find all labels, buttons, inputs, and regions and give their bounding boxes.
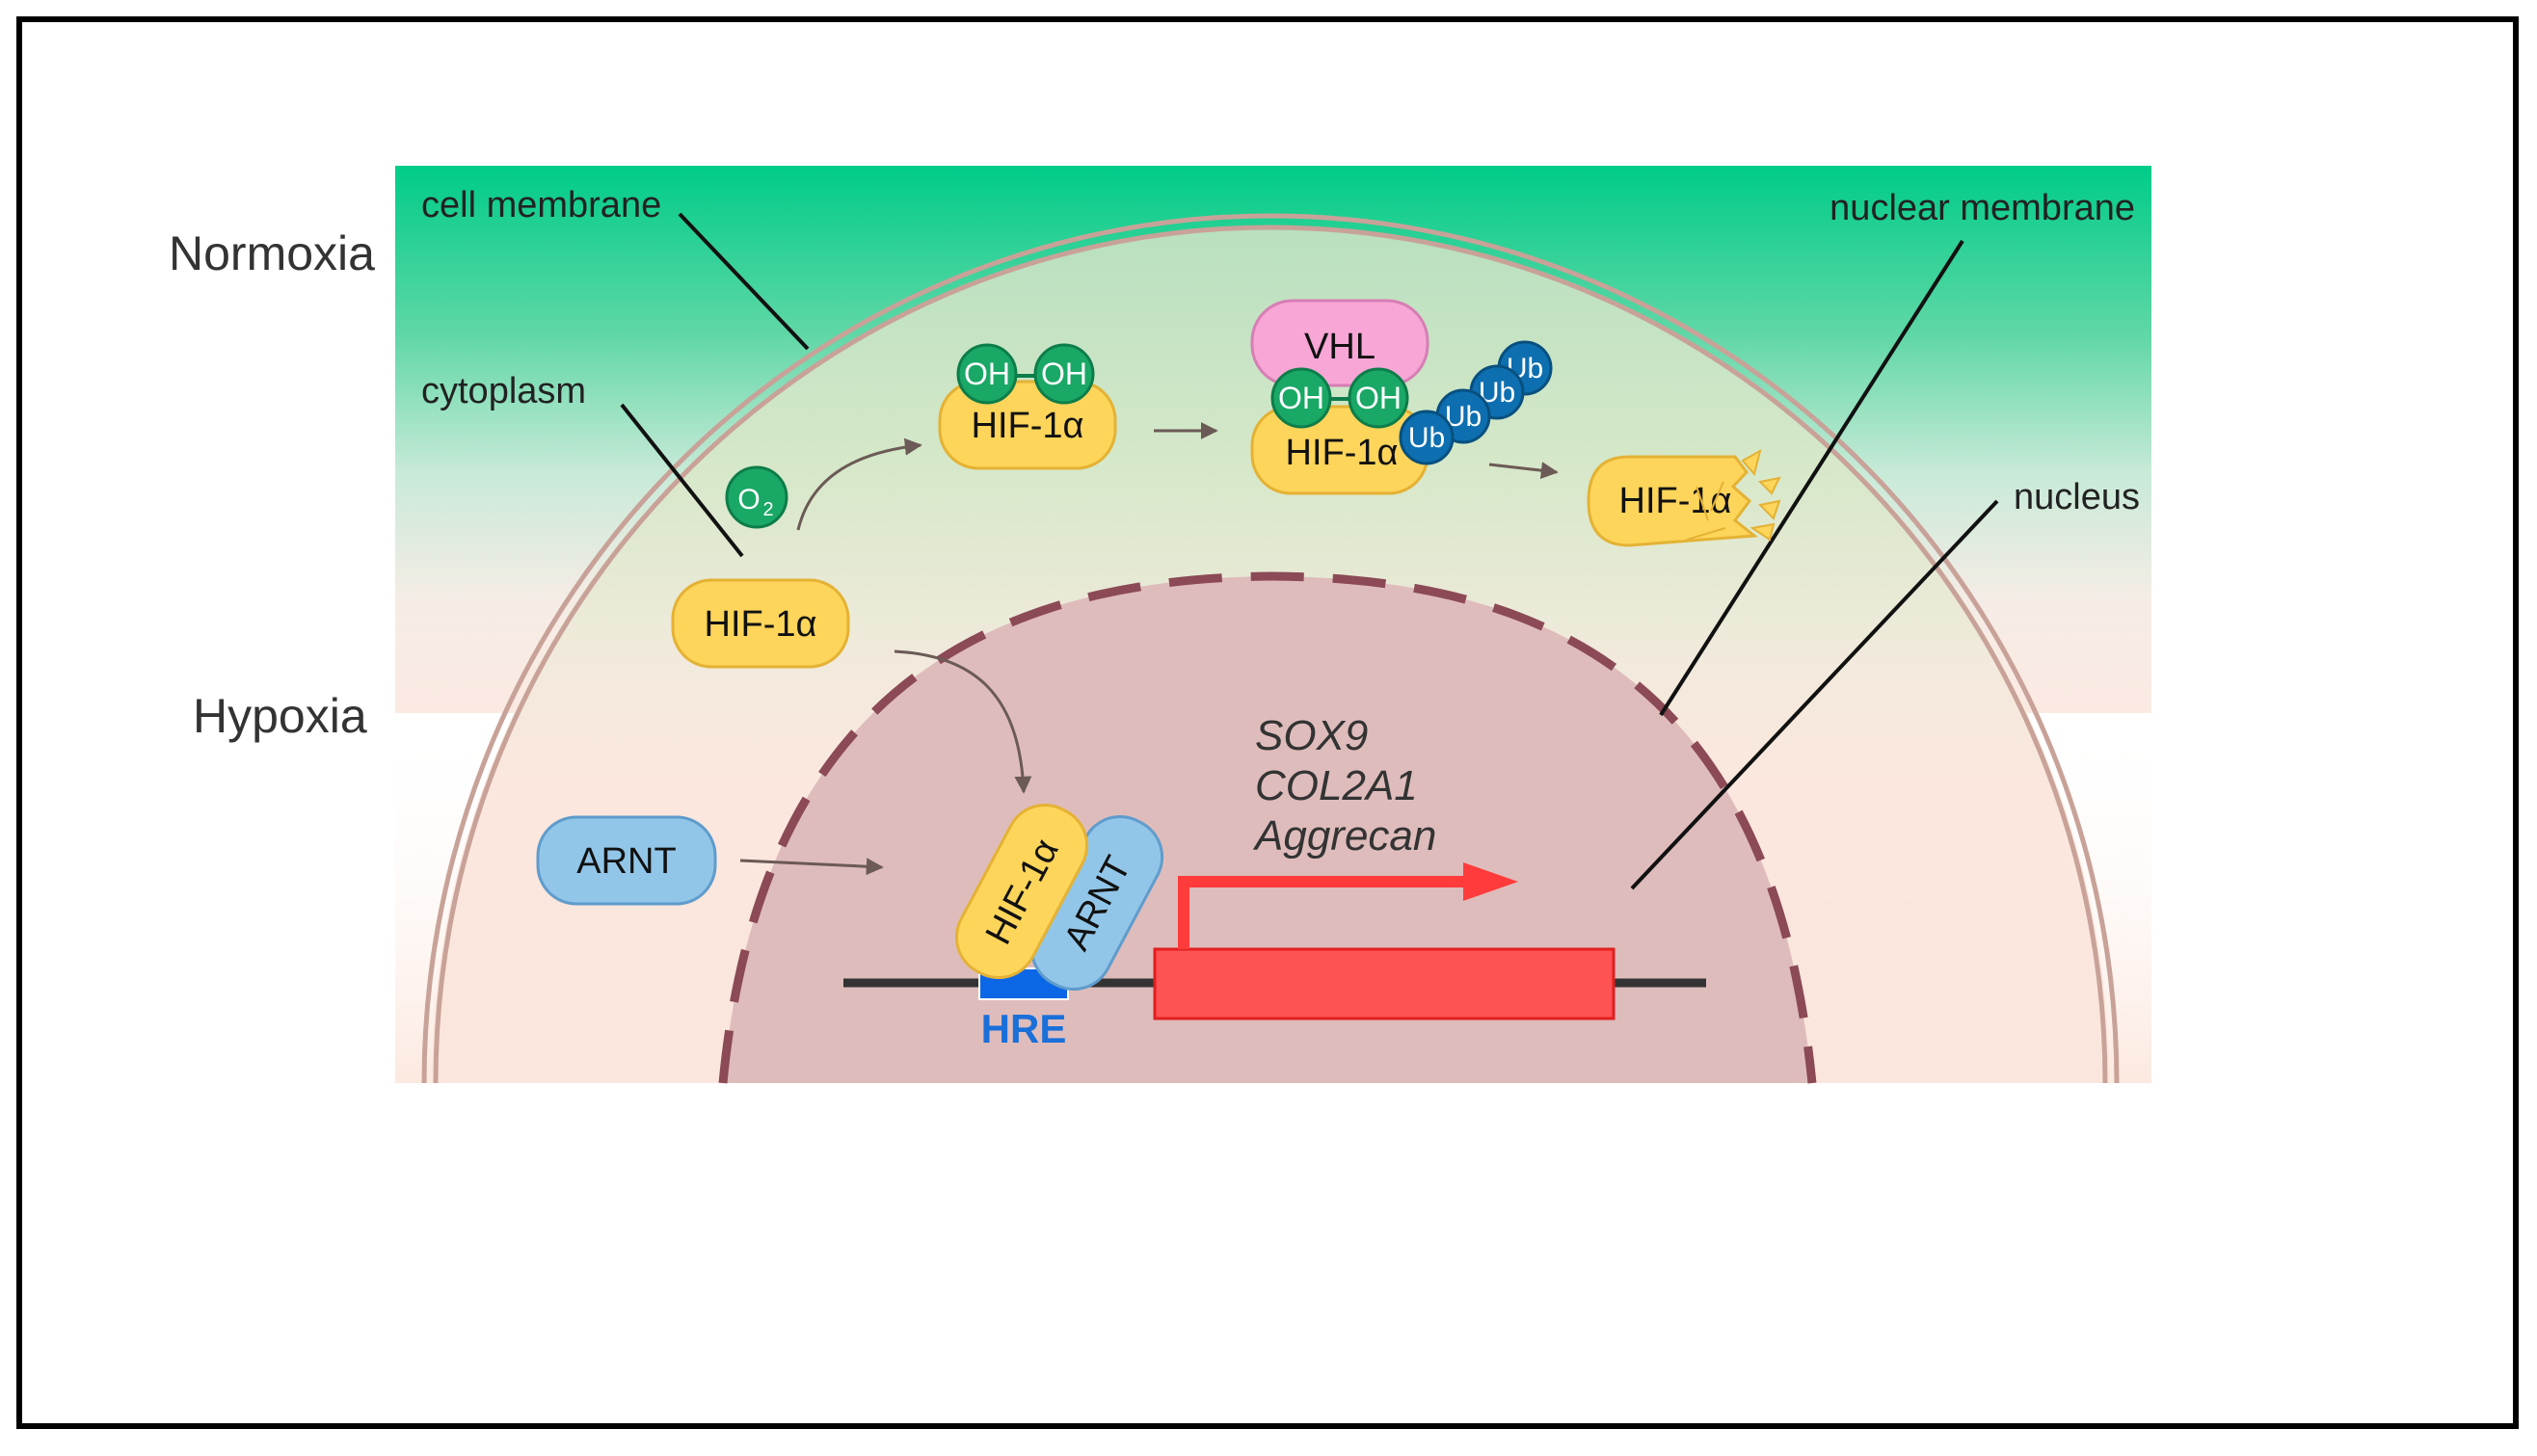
hif-hydroxylated-label: HIF-1α [972,406,1084,446]
cell-membrane-outer [421,213,2120,1084]
fragment [1757,476,1781,495]
hif-cytoplasm: HIF-1α [671,578,850,669]
fragment [1741,449,1762,477]
fragment [1749,522,1776,542]
nuclear-membrane-leader [1659,239,1964,717]
arnt-cytoplasm-label: ARNT [576,841,676,882]
nuclear-membrane [718,571,1817,1084]
arnt-translocation-arrow [739,858,884,876]
vhl-protein [1250,299,1429,387]
target-gene-box [1153,947,1616,1020]
hif-degraded-label: HIF-1α [1619,481,1732,521]
hypoxia-label: Hypoxia [193,689,367,743]
ubiquitin [1399,410,1455,465]
fragment [1757,499,1781,520]
cell-membrane-label: cell membrane [421,185,661,225]
gene-name: Aggrecan [1252,812,1436,860]
degradation-arrow [1488,462,1559,480]
nuclear-translocation-arrow [894,649,1032,794]
hif-ubiquitinated-label: HIF-1α [1286,433,1399,473]
hydroxylation-arrow [796,437,922,531]
cell-membrane-inner [433,225,2108,1084]
cytoplasm-label: cytoplasm [421,371,586,411]
nucleus-leader [1630,499,1999,890]
cell-membrane-leader [678,212,810,351]
nuclear-membrane-label: nuclear membrane [1829,188,2135,228]
o2-subscript: 2 [762,499,773,520]
hif-cytoplasm-label: HIF-1α [705,604,817,645]
hif-hydroxylated: HIF-1α OH OH [938,343,1117,470]
vhl-label: VHL [1304,327,1375,367]
nucleus-label: nucleus [2014,477,2140,517]
hif-degraded: HIF-1α [1587,449,1781,547]
vhl-complex: VHL HIF-1α OH OH Ub Ub Ub Ub [1250,299,1553,495]
oh-group [956,343,1018,405]
arnt-cytoplasm: ARNT [536,815,717,906]
oh-label: OH [1041,357,1087,391]
oh-group [1348,367,1409,429]
oxygen-molecule: O 2 [725,465,788,529]
hif-arnt-complex: ARNT HIF-1α [954,803,1164,992]
ub-label: Ub [1408,422,1445,454]
oh-label: OH [1355,381,1402,415]
oh-label: OH [964,357,1010,391]
hre-label: HRE [981,1006,1067,1051]
transcription-arrow-stem [1178,876,1465,949]
cytoplasm-leader [620,403,744,558]
oh-label: OH [1278,381,1324,415]
oh-group [1270,367,1332,429]
gene-name: SOX9 [1255,712,1368,759]
normoxia-label: Normoxia [169,226,375,280]
gene-name: COL2A1 [1255,762,1418,809]
o2-label: O [737,484,760,516]
transcription-arrow-head [1463,862,1518,901]
oh-group [1033,343,1095,405]
